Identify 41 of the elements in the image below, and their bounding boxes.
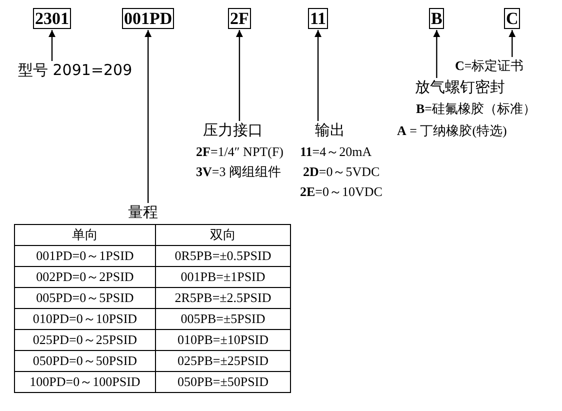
code-box: 2F [228, 8, 251, 29]
arrow [433, 30, 440, 78]
option-text: B=硅氟橡胶（标准） [416, 101, 536, 117]
table-cell: 2R5PB=±2.5PSID [156, 288, 290, 308]
table-cell: 050PB=±50PSID [156, 372, 290, 392]
table-cell: 005PD=0～5PSID [14, 288, 156, 308]
heading-text: 量程 [128, 204, 158, 220]
table-cell: 010PB=±10PSID [156, 330, 290, 350]
code-box: C [504, 8, 520, 29]
table-cell: 002PD=0～2PSID [14, 266, 156, 288]
table-cell: 025PD=0～25PSID [14, 330, 156, 350]
arrow [48, 30, 56, 61]
code-box: 11 [308, 8, 328, 29]
heading-text: 放气螺钉密封 [415, 79, 505, 95]
code-box: 001PD [122, 8, 174, 29]
heading-text: 压力接口 [203, 122, 263, 138]
table-cell: 0R5PB=±0.5PSID [156, 246, 290, 266]
option-text: A = 丁纳橡胶(特选) [397, 123, 507, 139]
table-cell: 050PD=0～50PSID [14, 350, 156, 372]
heading-text: 输出 [315, 122, 345, 138]
code-box: 2301 [33, 8, 71, 29]
header-cell: 双向 [156, 224, 290, 246]
option-text: 2E=0～10VDC [300, 184, 382, 200]
table-cell: 025PB=±25PSID [156, 350, 290, 372]
option-text: 2F=1/4″ NPT(F) [196, 144, 284, 160]
option-text: 3V=3 阀组组件 [196, 164, 281, 180]
table-cell: 005PB=±5PSID [156, 308, 290, 330]
arrow [508, 30, 516, 57]
table-cell: 001PB=±1PSID [156, 266, 290, 288]
arrow [144, 30, 152, 203]
code-box: B [429, 8, 444, 29]
option-text: 2D=0～5VDC [303, 164, 380, 180]
table-cell: 100PD=0～100PSID [14, 372, 156, 392]
header-cell: 单向 [14, 224, 156, 246]
table-cell: 010PD=0～10PSID [14, 308, 156, 330]
table-cell: 001PD=0～1PSID [14, 246, 156, 266]
heading-text: 型号 2091=209 [18, 62, 132, 78]
option-text: 11=4～20mA [300, 144, 372, 160]
option-text: C=标定证书 [455, 58, 524, 74]
arrow [236, 30, 244, 121]
arrow [314, 30, 322, 121]
